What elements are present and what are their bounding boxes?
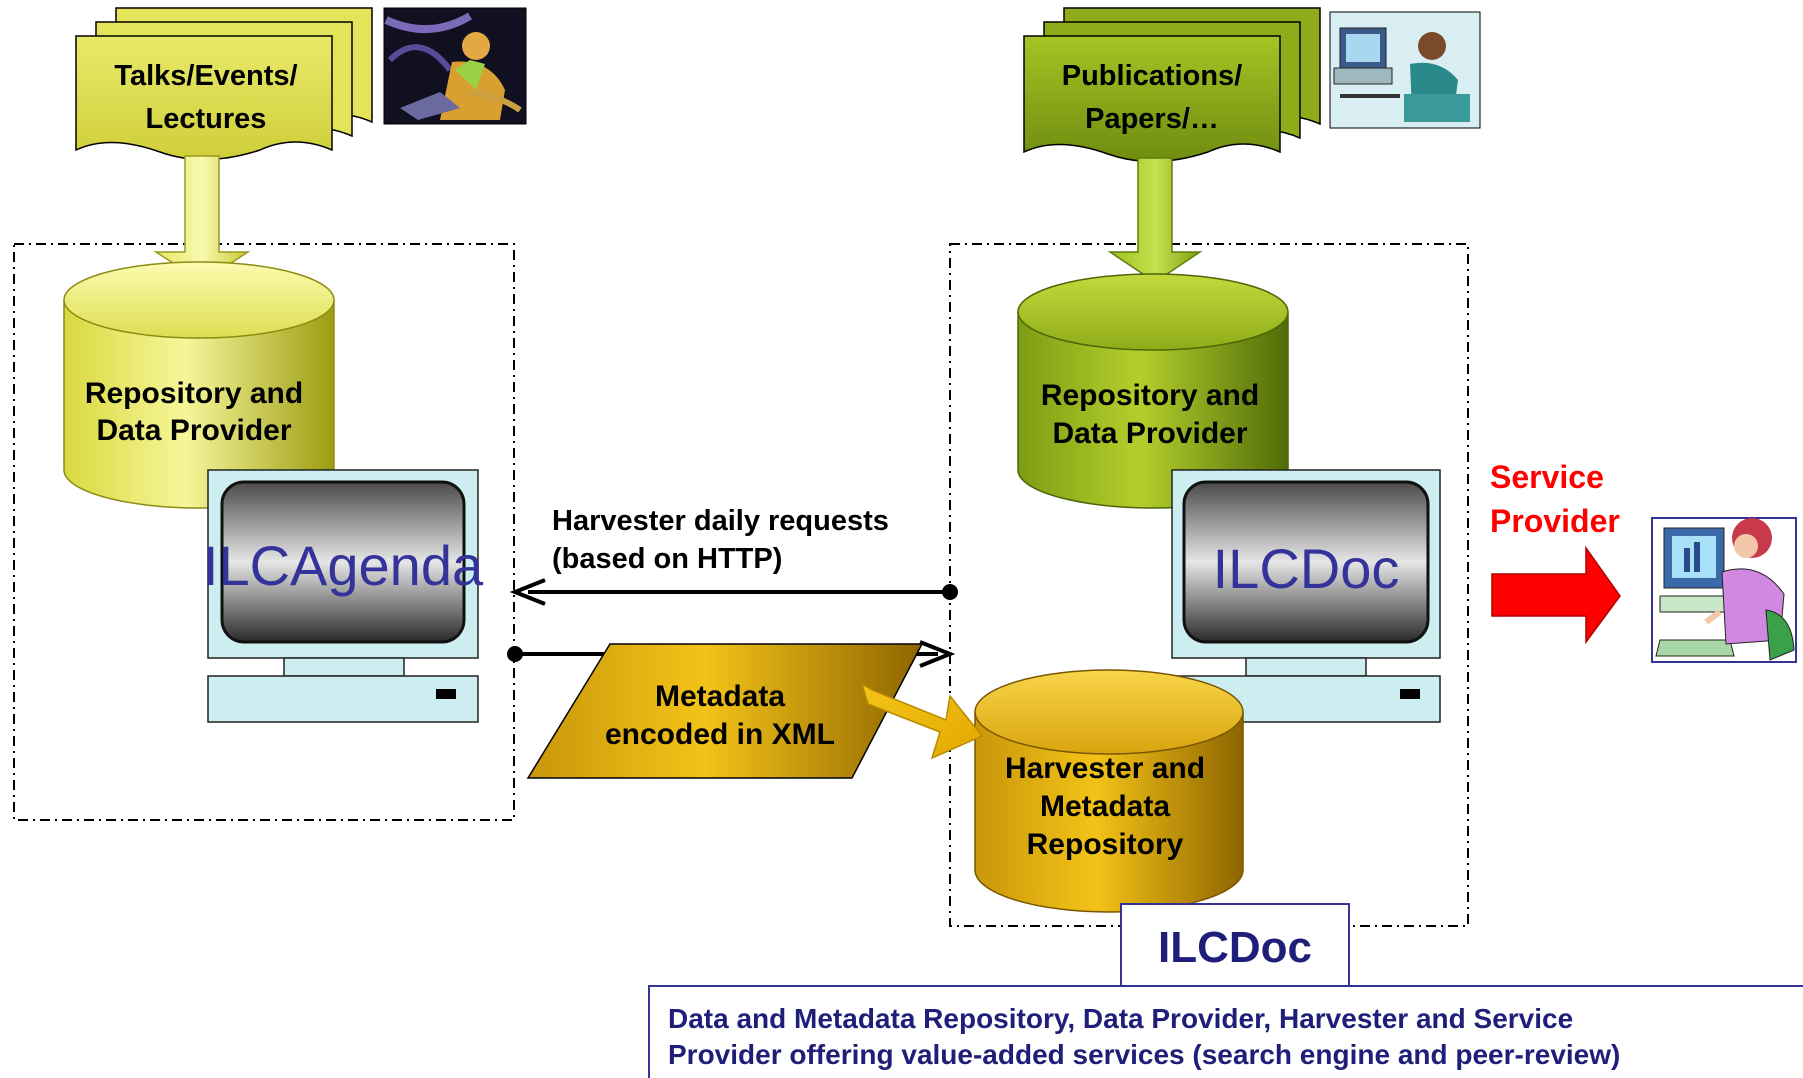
monitor-icon: ILCAgenda [203, 469, 484, 723]
database-icon-right: Repository and Data Provider [1017, 273, 1289, 509]
right-monitor-label: ILCDoc [1213, 537, 1400, 600]
harvester-label-line2: Metadata [1040, 790, 1170, 823]
metadata-label-line2: encoded in XML [605, 718, 835, 751]
request-label-line2: (based on HTTP) [552, 543, 782, 575]
ilcdoc-group-label-box [1120, 903, 1350, 987]
document-stack-icon-right: Publications/ Papers/… [1023, 7, 1321, 163]
left-repo-label-line2: Data Provider [96, 414, 291, 447]
service-arrow [1491, 545, 1621, 645]
left-group-border [13, 243, 515, 821]
caption-line1: Data and Metadata Repository, Data Provi… [668, 1003, 1574, 1034]
ilcdoc-group-label: ILCDoc [1158, 923, 1312, 972]
left-docs-label-line1: Talks/Events/ [114, 60, 297, 92]
clipart-person-computer-icon [1329, 11, 1481, 129]
caption-box: Data and Metadata Repository, Data Provi… [648, 985, 1803, 1078]
monitor-icon-right: ILCDoc [1171, 469, 1441, 723]
database-icon-harvester: Harvester and Metadata Repository [974, 669, 1244, 913]
harvester-label-line3: Repository [1027, 828, 1184, 861]
harvester-label-line1: Harvester and [1005, 752, 1205, 785]
metadata-parallelogram: Metadata encoded in XML [526, 643, 924, 779]
left-docs-label-line2: Lectures [146, 103, 267, 135]
request-label-line1: Harvester daily requests [552, 505, 889, 537]
metadata-to-harvester-arrow [860, 682, 984, 760]
right-down-arrow [1107, 157, 1203, 283]
document-stack-icon: Talks/Events/ Lectures [75, 7, 373, 161]
right-repo-label-line1: Repository and [1041, 379, 1259, 412]
right-docs-label-line2: Papers/… [1085, 103, 1219, 135]
database-icon: Repository and Data Provider [63, 261, 335, 509]
caption-line2: Provider offering value-added services (… [668, 1039, 1621, 1070]
metadata-label-line1: Metadata [655, 680, 785, 713]
right-repo-label-line2: Data Provider [1052, 417, 1247, 450]
service-label-line1: Service [1490, 459, 1604, 495]
service-label-line2: Provider [1490, 503, 1620, 539]
clipart-person-laptop-icon [383, 7, 527, 125]
clipart-service-user-icon [1651, 517, 1797, 663]
right-docs-label-line1: Publications/ [1062, 60, 1242, 92]
left-repo-label-line1: Repository and [85, 377, 303, 410]
request-arrow [509, 578, 958, 606]
left-monitor-label: ILCAgenda [203, 534, 484, 597]
